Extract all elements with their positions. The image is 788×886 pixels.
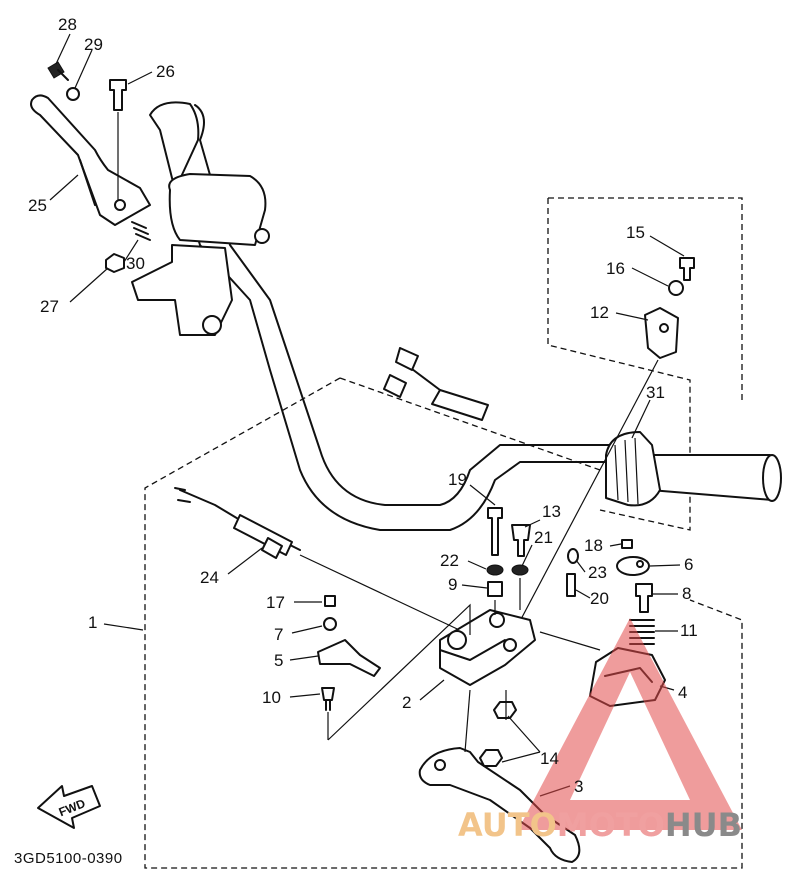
watermark-text: AUTOMOTOHUB	[458, 806, 742, 844]
part-label-7: 7	[274, 625, 283, 644]
cable-assembly	[174, 487, 471, 636]
part-label-26: 26	[156, 62, 175, 81]
diagram-code: 3GD5100-0390	[14, 850, 123, 867]
part-label-24: 24	[200, 568, 219, 587]
watermark-hub: HUB	[665, 806, 742, 844]
part-label-13: 13	[542, 502, 561, 521]
watermark-triangle-icon	[518, 618, 742, 830]
assembly-boundary-top	[339, 377, 601, 471]
part-labels: 28 29 26 25 30 27 15 16 12 31 19 13 21 2…	[28, 15, 698, 796]
part-label-3: 3	[574, 777, 583, 796]
assembly-boundary-switch	[548, 197, 743, 400]
part-label-2: 2	[402, 693, 411, 712]
part-label-18: 18	[584, 536, 603, 555]
part-label-29: 29	[84, 35, 103, 54]
part-label-14: 14	[540, 749, 559, 768]
part-label-25: 25	[28, 196, 47, 215]
part-label-8: 8	[682, 584, 691, 603]
watermark-moto: MOTO	[557, 806, 665, 844]
switch-bracket-assembly	[509, 257, 695, 641]
part-label-16: 16	[606, 259, 625, 278]
part-label-19: 19	[448, 470, 467, 489]
part-label-11: 11	[680, 621, 698, 640]
part-label-9: 9	[448, 575, 457, 594]
part-label-15: 15	[626, 223, 645, 242]
part-label-22: 22	[440, 551, 459, 570]
watermark: AUTOMOTOHUB	[458, 618, 742, 844]
fwd-arrow: FWD	[37, 785, 101, 829]
part-label-1: 1	[88, 613, 97, 632]
left-small-parts	[317, 595, 471, 741]
watermark-auto: AUTO	[458, 806, 557, 844]
left-lever-assembly	[30, 61, 151, 273]
part-label-5: 5	[274, 651, 283, 670]
part-label-20: 20	[590, 589, 609, 608]
front-brake-lever	[418, 689, 581, 863]
assembly-boundary-switch-left	[547, 198, 691, 531]
part-label-6: 6	[684, 555, 693, 574]
part-label-21: 21	[534, 528, 553, 547]
part-label-17: 17	[266, 593, 285, 612]
part-label-10: 10	[262, 688, 281, 707]
part-label-30: 30	[126, 254, 145, 273]
handlebar	[131, 101, 782, 531]
part-label-31: 31	[646, 383, 665, 402]
assembly-boundary-main	[144, 377, 743, 869]
part-label-28: 28	[58, 15, 77, 34]
part-label-23: 23	[588, 563, 607, 582]
leader-lines	[49, 33, 685, 797]
part-label-4: 4	[678, 683, 687, 702]
part-label-27: 27	[40, 297, 59, 316]
master-cylinder-assembly	[439, 507, 536, 686]
part-label-12: 12	[590, 303, 609, 322]
